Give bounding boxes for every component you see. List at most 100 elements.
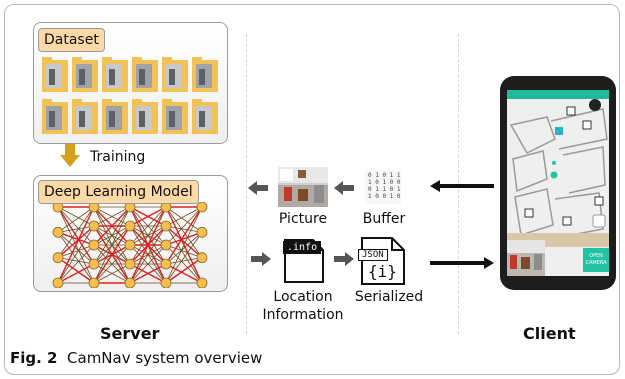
network-node: [196, 226, 208, 238]
arrow-left-to-server-icon: [248, 181, 268, 195]
separator-left: [246, 34, 247, 334]
network-node: [52, 202, 64, 213]
camera-preview: [507, 240, 545, 276]
dataset-folder-icon: [192, 99, 218, 134]
json-file-symbol: {i}: [368, 262, 397, 281]
network-edge: [165, 257, 203, 265]
dataset-folder-icon: [42, 57, 68, 92]
long-arrow-left-icon: [430, 180, 494, 192]
network-node: [88, 220, 100, 232]
network-edge: [93, 263, 131, 284]
network-edge: [129, 206, 167, 265]
network-edge: [165, 225, 203, 284]
dataset-folder-icon: [42, 99, 68, 134]
network-edge: [129, 263, 167, 284]
network-edge: [57, 206, 95, 258]
network-edge: [57, 244, 95, 284]
network-node: [88, 277, 100, 288]
network-edge: [57, 206, 95, 265]
network-node: [160, 220, 172, 232]
network-edge: [165, 206, 203, 258]
network-edge: [57, 206, 95, 246]
network-edge: [165, 206, 203, 233]
network-edge: [165, 232, 203, 284]
phone-screen: OPEN CAMERA: [507, 90, 609, 276]
figure-frame: [4, 4, 620, 375]
network-node: [160, 258, 172, 270]
training-arrow-down-icon: [60, 144, 80, 167]
location-label-line1: Location: [273, 289, 333, 305]
json-file-tag: JSON: [358, 249, 388, 261]
network-edge: [165, 206, 203, 265]
network-edge: [57, 225, 95, 233]
open-camera-button[interactable]: OPEN CAMERA: [583, 248, 609, 272]
network-edge: [165, 263, 203, 284]
dataset-folder-icon: [192, 57, 218, 92]
svg-text:1 0 1 0 0: 1 0 1 0 0: [368, 179, 401, 186]
caption-prefix: Fig. 2: [10, 349, 58, 367]
network-edge: [57, 232, 95, 284]
network-edge: [165, 257, 203, 284]
figure-caption: Fig. 2 CamNav system overview: [10, 349, 262, 367]
network-node: [160, 202, 172, 213]
network-edge: [165, 244, 203, 259]
network-edge: [93, 225, 131, 284]
floor-map: [507, 99, 609, 276]
network-node: [52, 252, 64, 264]
location-label-line2: Information: [262, 307, 344, 323]
server-title: Server: [100, 324, 160, 343]
network-edge: [165, 225, 203, 259]
network-node: [88, 202, 100, 213]
network-edge: [165, 231, 203, 246]
network-edge: [165, 244, 203, 284]
arrow-left-buffer-to-picture-icon: [334, 181, 354, 195]
network-edge: [165, 232, 203, 265]
network-node: [124, 220, 136, 232]
network-edge: [129, 225, 167, 284]
network-edge: [165, 206, 203, 284]
training-label: Training: [90, 149, 146, 165]
network-node: [124, 277, 136, 288]
info-file-tag: .info: [283, 241, 322, 254]
network-edge: [129, 206, 167, 246]
serialized-label: Serialized: [354, 289, 424, 305]
network-node: [160, 277, 172, 288]
phone-status-bar: [507, 90, 609, 99]
network-edge: [57, 225, 95, 259]
dataset-folder-icon: [102, 99, 128, 134]
network-edge: [93, 244, 131, 284]
svg-text:0 1 0 1 1: 0 1 0 1 1: [368, 172, 401, 179]
network-edge: [93, 206, 131, 246]
dataset-folder-icon: [132, 57, 158, 92]
network-edge: [57, 231, 95, 246]
network-edge: [57, 206, 95, 284]
arrow-right-from-server-icon: [251, 252, 271, 266]
smartphone: OPEN CAMERA: [500, 76, 616, 290]
network-edge: [129, 244, 167, 284]
dataset-folder-icon: [132, 99, 158, 134]
network-node: [52, 226, 64, 238]
svg-text:0 1 1 0 1: 0 1 1 0 1: [368, 186, 401, 193]
buffer-label: Buffer: [362, 211, 406, 227]
long-arrow-right-icon: [430, 257, 494, 269]
network-edge: [165, 206, 203, 227]
network-edge: [165, 206, 203, 246]
network-node: [124, 239, 136, 251]
network-edge: [57, 263, 95, 284]
network-edge: [93, 206, 131, 284]
dataset-folder-icon: [162, 57, 188, 92]
network-node: [52, 277, 64, 288]
neural-network-diagram: [52, 202, 208, 288]
picture-thumbnail: [278, 167, 328, 207]
arrow-right-to-serialized-icon: [334, 252, 354, 266]
caption-text: CamNav system overview: [67, 349, 263, 367]
network-node: [196, 252, 208, 264]
network-edge: [57, 232, 95, 265]
dataset-folder-icon: [72, 57, 98, 92]
network-edge: [129, 206, 167, 284]
model-label: Deep Learning Model: [38, 180, 199, 204]
network-edge: [57, 244, 95, 259]
client-title: Client: [523, 324, 576, 343]
network-edge: [93, 206, 131, 227]
network-edge: [57, 206, 95, 233]
